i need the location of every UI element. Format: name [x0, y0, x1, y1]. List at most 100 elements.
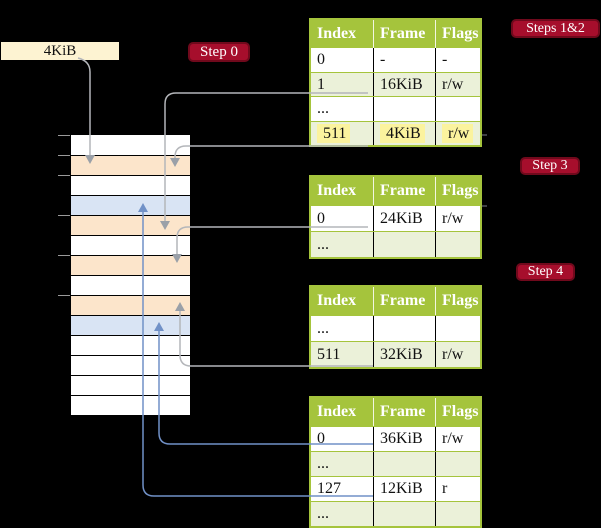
memory-frame-row [71, 376, 190, 396]
table-cell: 12KiB [373, 477, 435, 501]
table-row: 0 - - [311, 48, 480, 73]
table-row: ... [311, 315, 480, 341]
table-cell: ... [317, 455, 329, 472]
col-header-frame: Frame [373, 287, 435, 315]
table-cell: 511 [311, 122, 373, 145]
table-cell: - [435, 48, 480, 73]
table-header-row: Index Frame Flags [311, 20, 480, 48]
table-cell: ... [317, 236, 329, 253]
col-header-flags: Flags [435, 20, 480, 48]
page-table-a: Index Frame Flags 0 24KiB r/w ... [309, 175, 482, 259]
table-row: ... [311, 231, 480, 257]
tick-mark [58, 175, 70, 176]
col-header-frame: Frame [373, 398, 435, 426]
memory-frame-row [71, 296, 190, 316]
table-cell: 32KiB [373, 342, 435, 367]
table-cell: 16KiB [373, 73, 435, 97]
memory-frame-row [71, 236, 190, 256]
table-row: ... [311, 96, 480, 121]
step-badge-3: Step 3 [520, 157, 580, 175]
table-row: 127 12KiB r [311, 476, 480, 501]
table-row: ... [311, 501, 480, 526]
page-table-b: Index Frame Flags ... 511 32KiB r/w [309, 285, 482, 369]
table-cell [435, 452, 480, 476]
memory-frame-row [71, 276, 190, 296]
memory-frame-row [71, 216, 190, 236]
table-row: 0 24KiB r/w [311, 205, 480, 231]
col-header-frame: Frame [373, 20, 435, 48]
table-cell: 0 [317, 210, 325, 227]
table-cell: r/w [435, 342, 480, 367]
table-cell [373, 232, 435, 257]
table-cell: 0 [317, 430, 325, 447]
table-cell: 4KiB [373, 121, 435, 145]
table-row: 1 16KiB r/w [311, 72, 480, 97]
table-header-row: Index Frame Flags [311, 398, 480, 426]
memory-frame-row [71, 316, 190, 336]
table-cell: ... [317, 505, 329, 522]
col-header-flags: Flags [435, 398, 480, 426]
table-cell [373, 452, 435, 476]
table-cell [373, 316, 435, 341]
page-directory-table: Index Frame Flags 0 - - 1 16KiB r/w ... … [309, 18, 482, 147]
physical-memory-column [71, 135, 190, 416]
table-cell [373, 97, 435, 121]
tick-mark [58, 295, 70, 296]
table-row-highlighted: 511 4KiB r/w [311, 120, 480, 145]
tick-mark [58, 135, 70, 136]
col-header-flags: Flags [435, 177, 480, 205]
tick-mark [58, 215, 70, 216]
col-header-frame: Frame [373, 177, 435, 205]
tick-mark [58, 155, 70, 156]
table-cell: 0 [317, 51, 325, 68]
table-row: 511 32KiB r/w [311, 341, 480, 367]
table-cell: 24KiB [373, 206, 435, 231]
highlight: 4KiB [380, 123, 425, 143]
col-header-index: Index [317, 292, 357, 309]
table-cell [435, 316, 480, 341]
table-row: 0 36KiB r/w [311, 426, 480, 451]
table-cell [435, 232, 480, 257]
table-cell: - [373, 48, 435, 73]
tick-mark [58, 255, 70, 256]
memory-frame-row [71, 396, 190, 416]
connector-stub [482, 134, 487, 136]
table-cell [373, 502, 435, 526]
memory-frame-row [71, 176, 190, 196]
table-cell: r/w [435, 121, 480, 145]
table-cell [435, 97, 480, 121]
step-badge-4: Step 4 [516, 263, 575, 281]
table-row: ... [311, 451, 480, 476]
table-cell: ... [317, 320, 329, 337]
highlight: 511 [317, 123, 351, 143]
step-badge-1-2: Steps 1&2 [511, 19, 600, 38]
col-header-flags: Flags [435, 287, 480, 315]
table-header-row: Index Frame Flags [311, 177, 480, 205]
highlight: r/w [442, 123, 474, 143]
page-table-c: Index Frame Flags 0 36KiB r/w ... 127 12… [309, 396, 482, 528]
col-header-index: Index [317, 403, 357, 420]
memory-frame-row [71, 356, 190, 376]
table-cell: r/w [435, 73, 480, 97]
table-cell: r [435, 477, 480, 501]
arrow-pd511-to-4kib [174, 145, 368, 158]
memory-frame-row [71, 156, 190, 176]
table-cell: 127 [317, 480, 341, 497]
memory-frame-row [71, 196, 190, 216]
col-header-index: Index [317, 25, 357, 42]
col-header-index: Index [317, 182, 357, 199]
connector-stub [482, 205, 487, 207]
table-header-row: Index Frame Flags [311, 287, 480, 315]
table-cell [435, 502, 480, 526]
table-cell: 36KiB [373, 427, 435, 451]
table-cell: r/w [435, 427, 480, 451]
table-cell: 511 [317, 346, 341, 363]
page-size-label: 4KiB [1, 42, 119, 60]
memory-frame-row [71, 336, 190, 356]
table-cell: 1 [317, 76, 325, 94]
table-cell: r/w [435, 206, 480, 231]
memory-frame-row [71, 135, 190, 156]
memory-frame-row [71, 256, 190, 276]
step-badge-0: Step 0 [188, 42, 250, 62]
